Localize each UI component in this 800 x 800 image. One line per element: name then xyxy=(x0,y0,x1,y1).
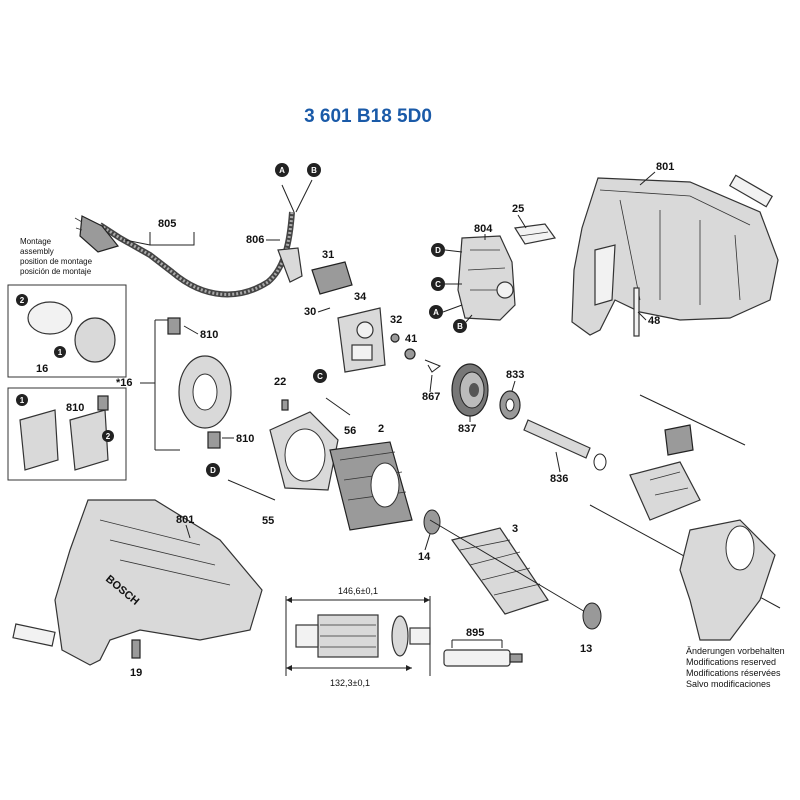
part-19-screw xyxy=(131,639,141,659)
part-56-wire xyxy=(325,397,351,416)
letter-marker-b-cable: B xyxy=(307,163,321,177)
svg-text:B: B xyxy=(457,322,463,331)
part-label-16-inset: 16 xyxy=(36,363,48,375)
part-31-cover xyxy=(311,261,353,295)
part-837-gear xyxy=(451,363,489,417)
part-label-3: 3 xyxy=(512,523,518,535)
part-label-895: 895 xyxy=(466,627,484,639)
letter-marker-d-lower: D xyxy=(206,463,220,477)
dimension-overall: 146,6±0,1 xyxy=(338,586,378,596)
svg-text:Änderungen vorbehalten: Änderungen vorbehalten xyxy=(686,646,785,656)
assembly-inset-2: 1 2 xyxy=(7,387,127,481)
svg-text:Montage: Montage xyxy=(20,237,52,246)
letter-marker-c-top: C xyxy=(431,277,445,291)
svg-text:Modifications réservées: Modifications réservées xyxy=(686,668,781,678)
part-label-837: 837 xyxy=(458,423,476,435)
svg-text:C: C xyxy=(317,372,323,381)
part-label-801-bottom: 801 xyxy=(176,514,194,526)
diagram-title: 3 601 B18 5D0 xyxy=(304,106,432,127)
part-label-2: 2 xyxy=(378,423,384,435)
svg-text:2: 2 xyxy=(106,432,111,441)
part-label-25: 25 xyxy=(512,203,524,215)
assembly-note: Montage assembly position de montage pos… xyxy=(20,237,93,276)
part-55-wire xyxy=(227,479,276,501)
part-label-810-inset: 810 xyxy=(66,402,84,414)
svg-text:position de montage: position de montage xyxy=(20,257,93,266)
part-label-48: 48 xyxy=(648,315,660,327)
svg-text:C: C xyxy=(435,280,441,289)
part-14-bearing xyxy=(423,509,441,535)
part-label-16-main: *16 xyxy=(116,377,133,389)
letter-marker-c-wire: C xyxy=(313,369,327,383)
part-label-34: 34 xyxy=(354,291,367,303)
part-label-867: 867 xyxy=(422,391,440,403)
part-22-screw xyxy=(281,399,289,411)
part-label-810-lower: 810 xyxy=(236,433,254,445)
modifications-note: Änderungen vorbehalten Modifications res… xyxy=(686,646,785,689)
svg-text:1: 1 xyxy=(58,348,63,357)
switch-804 xyxy=(457,235,516,321)
svg-text:D: D xyxy=(210,466,216,475)
svg-text:D: D xyxy=(435,246,441,255)
svg-text:B: B xyxy=(311,166,317,175)
part-836-spindle xyxy=(523,419,607,471)
svg-text:A: A xyxy=(433,308,439,317)
power-cable xyxy=(74,179,313,298)
drill-chuck xyxy=(629,394,746,521)
part-label-833: 833 xyxy=(506,369,524,381)
svg-text:Salvo modificaciones: Salvo modificaciones xyxy=(686,679,771,689)
housing-801-bottom: BOSCH xyxy=(12,499,263,666)
svg-text:assembly: assembly xyxy=(20,247,54,256)
armature-dimension-drawing xyxy=(285,596,431,676)
part-2-field xyxy=(329,441,413,531)
part-label-13: 13 xyxy=(580,643,592,655)
assembly-inset-1: 2 1 xyxy=(7,284,127,378)
part-895-grease xyxy=(443,639,523,667)
side-handle xyxy=(589,504,781,641)
part-label-810-upper: 810 xyxy=(200,329,218,341)
part-label-14: 14 xyxy=(418,551,431,563)
svg-text:1: 1 xyxy=(20,396,25,405)
part-label-806: 806 xyxy=(246,234,264,246)
part-label-32: 32 xyxy=(390,314,402,326)
part-label-804: 804 xyxy=(474,223,493,235)
letter-marker-a-mid: A xyxy=(429,305,443,319)
svg-text:posición de montaje: posición de montaje xyxy=(20,267,92,276)
part-label-836: 836 xyxy=(550,473,568,485)
part-867-clip xyxy=(424,359,442,373)
part-label-56: 56 xyxy=(344,425,356,437)
letter-marker-d-top: D xyxy=(431,243,445,257)
brush-holder-16 xyxy=(167,317,232,449)
part-label-805: 805 xyxy=(158,218,176,230)
part-25-bracket xyxy=(513,223,557,245)
svg-text:Modifications reserved: Modifications reserved xyxy=(686,657,776,667)
letter-marker-b-mid: B xyxy=(453,319,467,333)
part-label-41: 41 xyxy=(405,333,417,345)
part-label-31: 31 xyxy=(322,249,334,261)
housing-801-top xyxy=(571,174,779,337)
part-13-bearing xyxy=(582,602,602,630)
part-label-19: 19 xyxy=(130,667,142,679)
fan-baffle xyxy=(269,411,339,491)
part-41-nut xyxy=(404,348,416,360)
part-3-armature xyxy=(429,519,593,617)
svg-text:2: 2 xyxy=(20,296,25,305)
letter-marker-a-cable: A xyxy=(275,163,289,177)
svg-text:A: A xyxy=(279,166,285,175)
part-label-55: 55 xyxy=(262,515,274,527)
part-label-801-top: 801 xyxy=(656,161,674,173)
dimension-inner: 132,3±0,1 xyxy=(330,678,370,688)
part-label-30: 30 xyxy=(304,306,316,318)
part-32-screw xyxy=(390,333,400,343)
part-833-bearing xyxy=(499,390,521,420)
part-label-22: 22 xyxy=(274,376,286,388)
part-34-plate xyxy=(337,307,386,373)
